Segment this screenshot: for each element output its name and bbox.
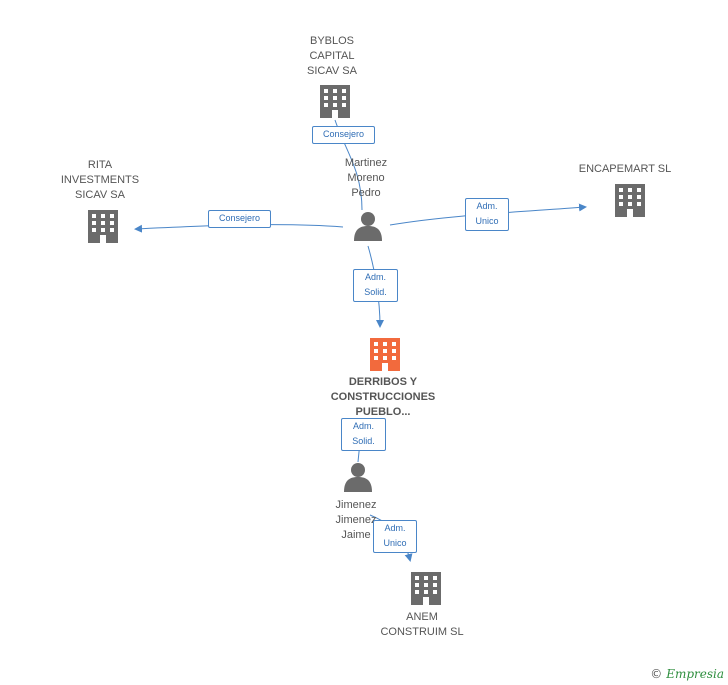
person-icon[interactable]: [354, 212, 382, 241]
building-icon[interactable]: [411, 572, 441, 605]
building-icon[interactable]: [88, 210, 118, 243]
edge-badge-adm-unico-anem[interactable]: Adm. Unico: [373, 520, 417, 553]
person-icon[interactable]: [344, 463, 372, 492]
edge-badge-consejero-byblos[interactable]: Consejero: [312, 126, 375, 144]
footer-brand: ©Empresia: [650, 667, 724, 681]
edge-badge-adm-unico-encapemart[interactable]: Adm. Unico: [465, 198, 509, 231]
node-label-jimenez[interactable]: Jimenez Jimenez Jaime: [335, 499, 377, 541]
building-icon-main[interactable]: [370, 338, 400, 371]
node-label-rita[interactable]: RITA INVESTMENTS SICAV SA: [60, 159, 140, 201]
edge-badge-adm-solid-martinez[interactable]: Adm. Solid.: [353, 269, 398, 302]
node-label-martinez[interactable]: Martinez Moreno Pedro: [344, 157, 388, 199]
node-label-byblos[interactable]: BYBLOS CAPITAL SICAV SA: [307, 35, 357, 77]
edge-badge-adm-solid-jimenez[interactable]: Adm. Solid.: [341, 418, 386, 451]
node-label-derribos[interactable]: DERRIBOS Y CONSTRUCCIONES PUEBLO...: [330, 376, 436, 418]
edge-badge-consejero-rita[interactable]: Consejero: [208, 210, 271, 228]
brand-logo: Empresia: [666, 667, 724, 681]
copyright-symbol: ©: [650, 667, 663, 681]
building-icon[interactable]: [320, 85, 350, 118]
node-label-anem[interactable]: ANEM CONSTRUIM SL: [380, 611, 464, 638]
node-label-encapemart[interactable]: ENCAPEMART SL: [578, 163, 672, 175]
building-icon[interactable]: [615, 184, 645, 217]
